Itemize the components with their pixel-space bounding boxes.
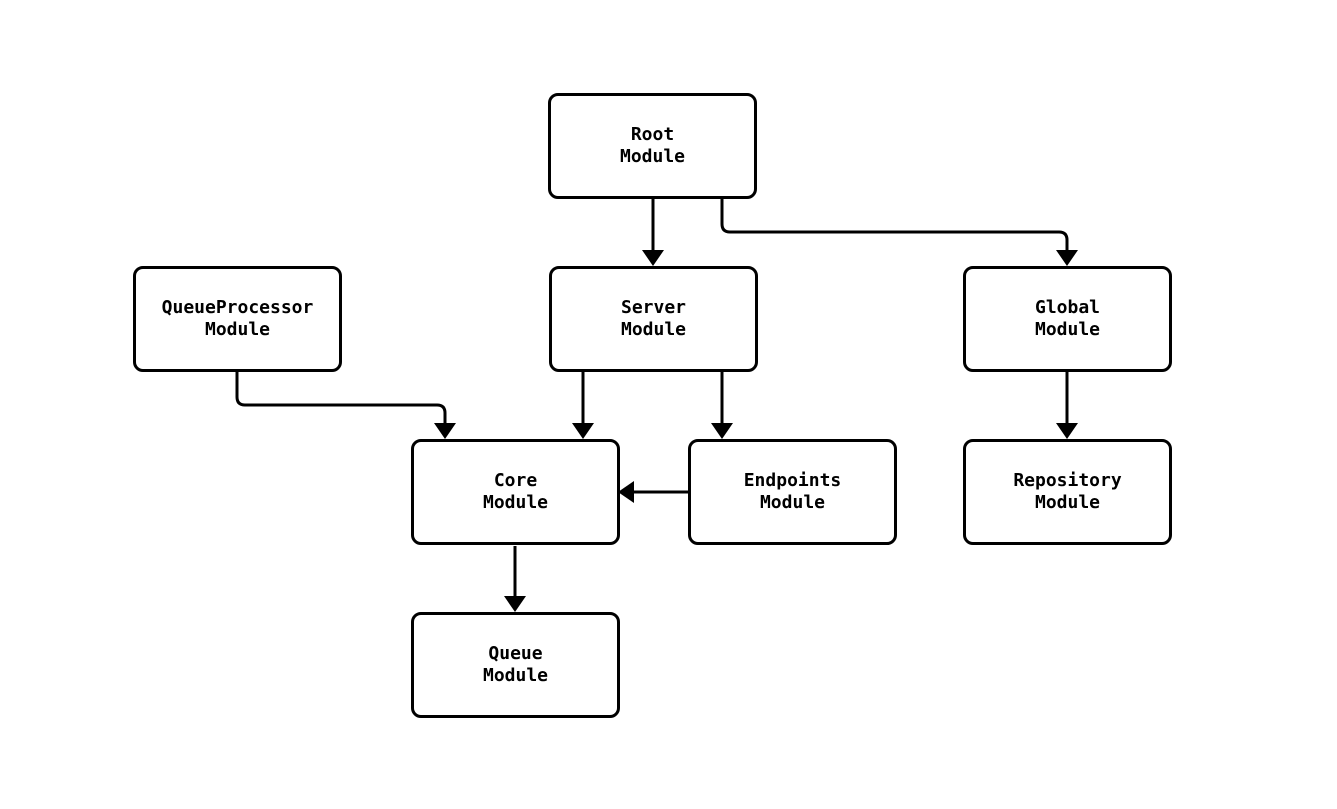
node-label: Repository Module [1013, 470, 1122, 513]
node-repository-module: Repository Module [963, 439, 1172, 545]
node-label: Root Module [619, 124, 686, 167]
node-label: Global Module [1034, 297, 1101, 340]
edge-endpoints-core [618, 481, 688, 503]
node-label: Endpoints Module [743, 470, 842, 513]
node-global-module: Global Module [963, 266, 1172, 372]
edge-root-server [642, 199, 664, 266]
node-core-module: Core Module [411, 439, 620, 545]
edge-server-endpoints [711, 372, 733, 439]
node-label: QueueProcessor Module [161, 297, 314, 340]
node-endpoints-module: Endpoints Module [688, 439, 897, 545]
node-root-module: Root Module [548, 93, 757, 199]
node-label: Queue Module [482, 643, 549, 686]
edge-server-core [572, 372, 594, 439]
edge-root-global [720, 199, 1078, 266]
edge-core-queue [504, 546, 526, 612]
node-label: Server Module [620, 297, 687, 340]
node-server-module: Server Module [549, 266, 758, 372]
edge-global-repository [1056, 372, 1078, 439]
node-queue-module: Queue Module [411, 612, 620, 718]
edge-queueprocessor-core [235, 372, 456, 439]
node-label: Core Module [482, 470, 549, 513]
node-queueprocessor-module: QueueProcessor Module [133, 266, 342, 372]
